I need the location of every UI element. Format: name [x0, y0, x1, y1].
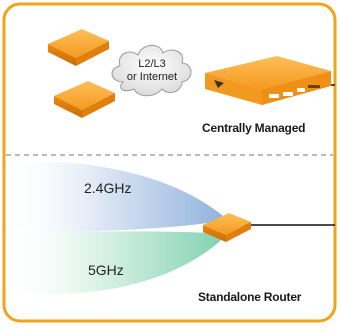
- band-5ghz-label: 5GHz: [88, 262, 124, 278]
- band-24ghz-shape: [0, 162, 228, 232]
- access-point-icon: [48, 29, 109, 66]
- cloud-icon: [111, 44, 192, 97]
- band-5ghz-shape: [0, 231, 228, 294]
- cloud-label: L2/L3 or Internet: [117, 58, 187, 84]
- standalone-router-caption: Standalone Router: [198, 290, 302, 304]
- access-point-icon: [54, 81, 115, 118]
- centrally-managed-caption: Centrally Managed: [202, 121, 306, 135]
- cloud-label-line2: or Internet: [126, 71, 178, 83]
- cloud-label-line1: L2/L3: [138, 58, 166, 70]
- band-24ghz-label: 2.4GHz: [84, 180, 132, 196]
- controller-appliance-icon: [205, 56, 331, 152]
- standalone-access-point-icon: [203, 213, 251, 242]
